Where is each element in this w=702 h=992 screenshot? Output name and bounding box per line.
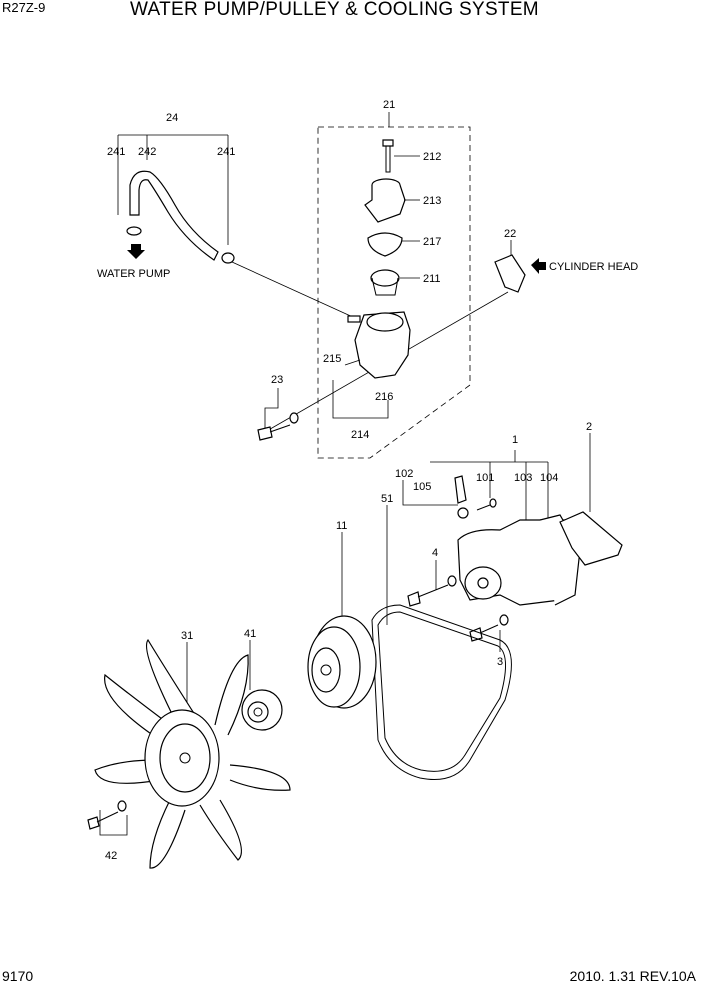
callout-212: 212 <box>423 151 441 163</box>
callout-42: 42 <box>105 850 117 862</box>
callout-41: 41 <box>244 628 256 640</box>
callout-23: 23 <box>271 374 283 386</box>
callout-105: 105 <box>413 481 431 493</box>
water-pump-assembly <box>454 475 623 606</box>
cooling-fan-31 <box>94 638 291 869</box>
callout-101: 101 <box>476 472 494 484</box>
pulley-11 <box>307 615 377 709</box>
callout-4: 4 <box>432 547 438 559</box>
callout-31: 31 <box>181 630 193 642</box>
callout-102: 102 <box>395 468 413 480</box>
callout-103: 103 <box>514 472 532 484</box>
cylinder-head-note: CYLINDER HEAD <box>549 261 638 273</box>
v-belt-51 <box>371 604 512 780</box>
page-title: WATER PUMP/PULLEY & COOLING SYSTEM <box>130 0 539 20</box>
callout-11: 11 <box>336 520 347 532</box>
callout-1: 1 <box>512 434 518 446</box>
hose-assembly-24 <box>117 134 235 264</box>
page-number: 9170 <box>2 968 34 984</box>
callout-215: 215 <box>323 353 341 365</box>
model-code: R27Z-9 <box>2 0 46 15</box>
arrow-down-icon <box>127 244 145 259</box>
callout-2: 2 <box>586 421 592 433</box>
hose-clamp-left <box>126 226 142 236</box>
fan-hub-41 <box>241 689 283 731</box>
callout-104: 104 <box>540 472 558 484</box>
callout-51: 51 <box>381 493 393 505</box>
callout-241-left: 241 <box>107 146 125 158</box>
callout-214: 214 <box>351 429 369 441</box>
callout-241-right: 241 <box>217 146 235 158</box>
thermostat-parts <box>347 139 420 379</box>
callout-21: 21 <box>383 99 395 111</box>
callout-213: 213 <box>423 195 441 207</box>
callout-217: 217 <box>423 236 441 248</box>
callout-3: 3 <box>497 656 503 668</box>
water-pump-note: WATER PUMP <box>97 268 170 280</box>
gasket-22 <box>494 254 526 293</box>
callout-211: 211 <box>423 273 441 285</box>
arrow-right-icon <box>531 258 546 274</box>
hose-clamp-right <box>221 252 235 264</box>
callout-216: 216 <box>375 391 393 403</box>
callout-242: 242 <box>138 146 156 158</box>
callout-24: 24 <box>166 112 178 124</box>
revision-date: 2010. 1.31 REV.10A <box>569 968 696 984</box>
thermostat-group-box <box>317 126 471 459</box>
callout-22: 22 <box>504 228 516 240</box>
